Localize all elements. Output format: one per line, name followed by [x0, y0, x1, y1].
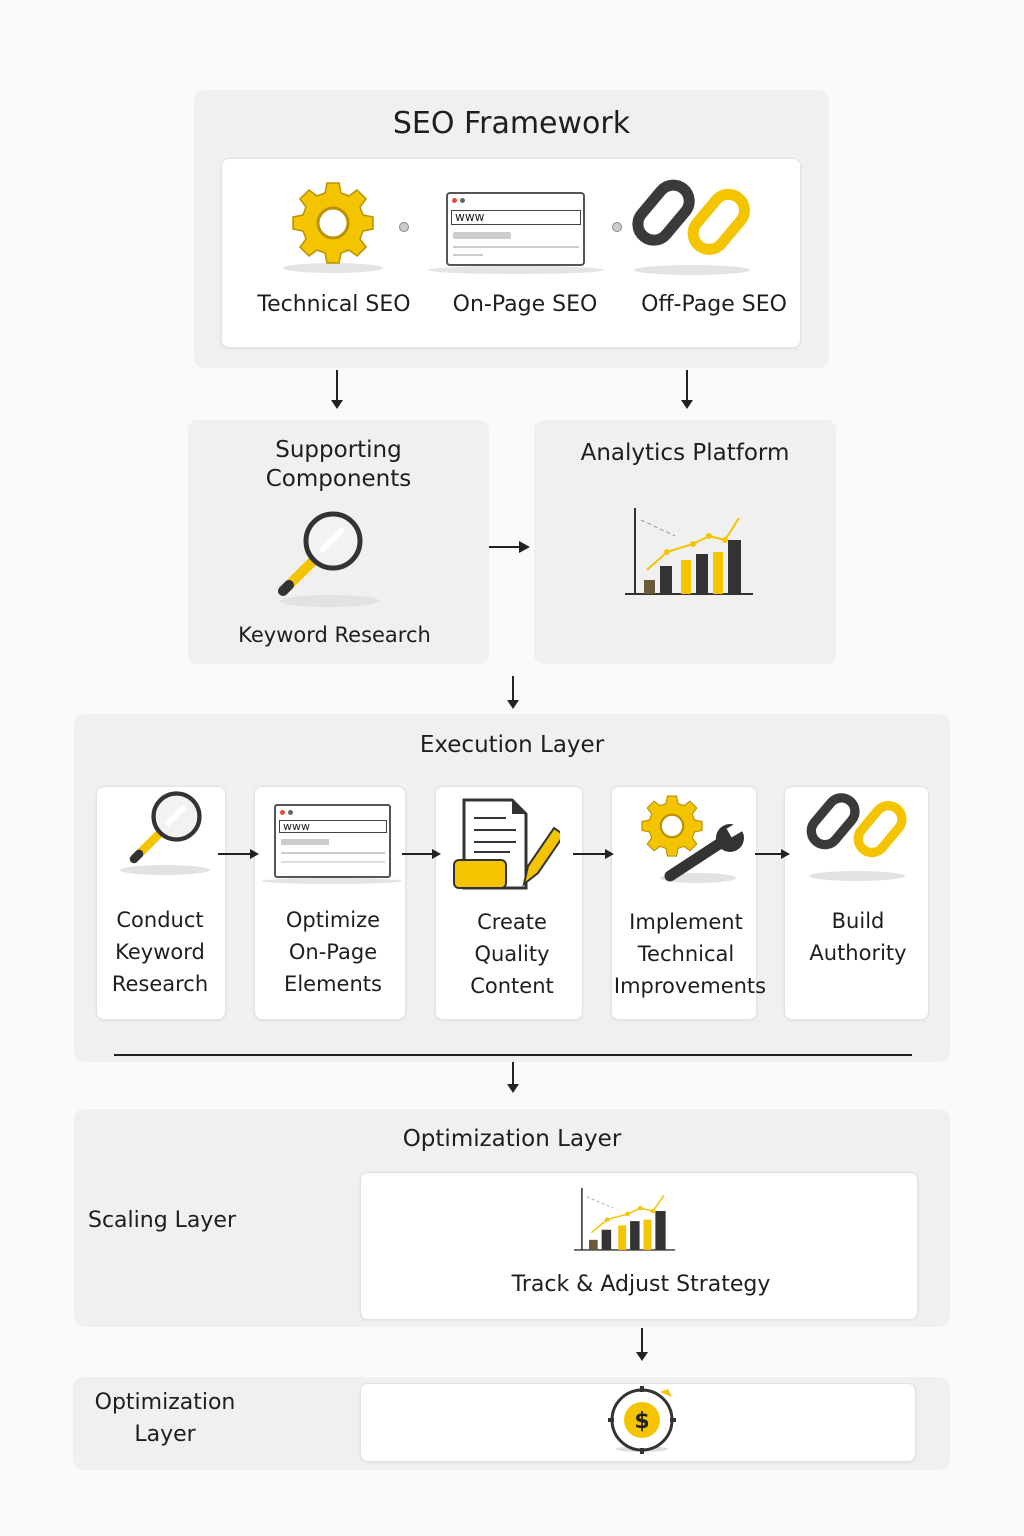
supporting-title-line2: Components — [265, 466, 412, 492]
connector-dot — [612, 222, 622, 232]
analytics-title: Analytics Platform — [580, 440, 790, 466]
arrow-down — [636, 1328, 648, 1361]
arrow-right — [402, 849, 441, 859]
arrow-right — [489, 541, 530, 553]
off-page-seo-label: Off-Page SEO — [641, 292, 787, 317]
supporting-title-line1: Supporting — [275, 437, 402, 463]
scaling-layer-label: Scaling Layer — [88, 1208, 237, 1233]
dollar-target-icon: $ — [604, 1383, 680, 1459]
divider — [114, 1054, 912, 1056]
arrow-right — [218, 849, 259, 859]
url-bar: www — [279, 820, 387, 833]
step-label: On-Page — [288, 940, 378, 964]
svg-text:$: $ — [634, 1409, 649, 1434]
arrow-right — [573, 849, 614, 859]
bar-chart-icon — [574, 1188, 676, 1252]
step-label: Optimize — [285, 908, 381, 932]
chain-link-icon — [632, 178, 752, 278]
step-label: Elements — [284, 972, 382, 996]
analytics-platform-panel — [534, 420, 836, 664]
step-label: Quality — [474, 942, 550, 966]
keyword-research-label: Keyword Research — [238, 623, 431, 647]
arrow-down — [507, 1062, 519, 1093]
connector-dot — [399, 222, 409, 232]
arrow-down — [507, 676, 519, 709]
arrow-down — [331, 370, 343, 409]
optimization-title: Optimization Layer — [402, 1126, 622, 1152]
document-pencil-icon — [450, 796, 560, 896]
step-label: Conduct — [116, 908, 204, 932]
chain-link-icon — [805, 790, 915, 884]
browser-window-icon: www — [428, 190, 604, 274]
step-label: Improvements — [613, 974, 767, 998]
magnifier-icon — [110, 790, 215, 880]
gear-wrench-icon — [630, 792, 750, 888]
step-label: Content — [470, 974, 554, 998]
step-label: Research — [111, 972, 209, 996]
arrow-right — [755, 849, 790, 859]
bottom-side-line2: Layer — [134, 1422, 196, 1447]
browser-window-icon: www — [262, 802, 402, 884]
magnifier-icon — [255, 505, 385, 615]
track-adjust-label: Track & Adjust Strategy — [511, 1272, 771, 1297]
step-label: Create — [477, 910, 547, 934]
execution-title: Execution Layer — [419, 732, 605, 758]
on-page-seo-label: On-Page SEO — [452, 292, 598, 317]
step-label: Implement — [629, 910, 743, 934]
step-label: Build — [831, 909, 885, 933]
step-label: Technical — [637, 942, 735, 966]
url-bar: www — [451, 210, 581, 225]
arrow-down — [681, 370, 693, 409]
technical-seo-label: Technical SEO — [257, 292, 411, 317]
gear-icon — [280, 178, 390, 278]
step-label: Keyword — [115, 940, 205, 964]
bottom-side-line1: Optimization — [94, 1390, 236, 1415]
seo-framework-title: SEO Framework — [392, 106, 631, 141]
bar-chart-icon — [625, 508, 755, 598]
step-label: Authority — [809, 941, 907, 965]
